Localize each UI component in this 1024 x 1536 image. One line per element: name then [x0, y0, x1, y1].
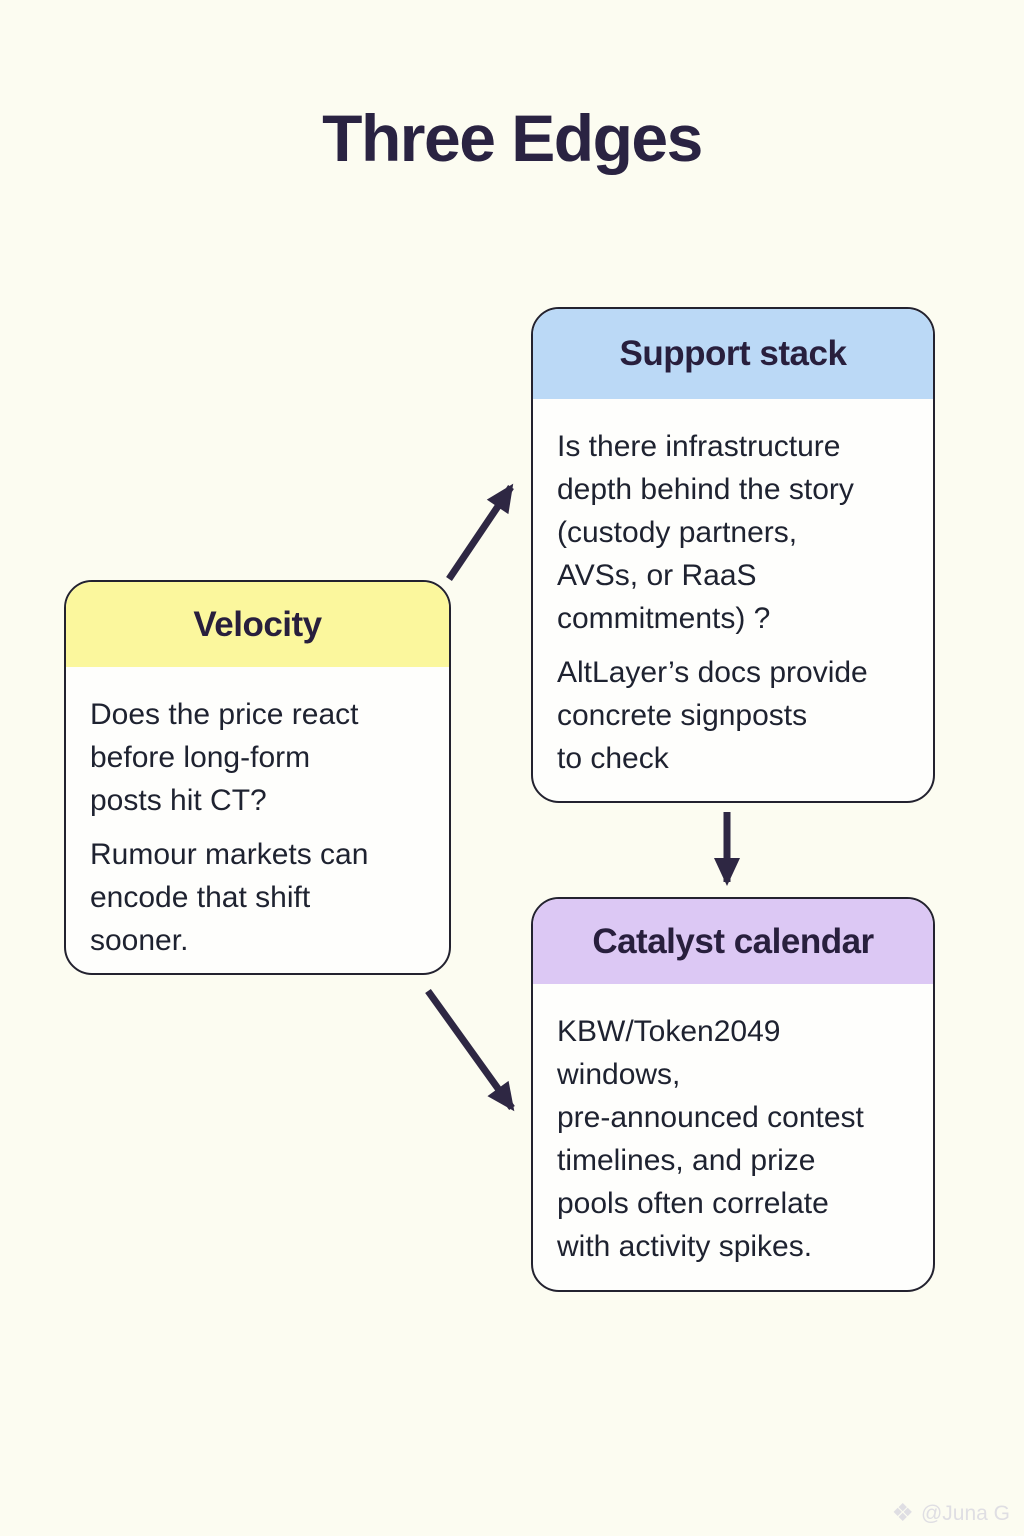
diamond-logo-icon: ❖: [891, 1499, 914, 1527]
arrow-velocity-to-support: [446, 483, 514, 581]
card-velocity-paragraph: Rumour markets can encode that shift soo…: [90, 838, 369, 957]
card-support-stack-paragraph: AltLayer’s docs provide concrete signpos…: [557, 656, 868, 775]
card-support-stack: Support stack Is there infrastructure de…: [531, 307, 935, 803]
card-velocity-body: Does the price react before long-form po…: [66, 667, 449, 962]
watermark: ❖ @Juna G: [892, 1501, 1010, 1526]
card-catalyst-calendar: Catalyst calendar KBW/Token2049 windows,…: [531, 897, 935, 1292]
card-catalyst-calendar-title: Catalyst calendar: [592, 921, 874, 961]
card-velocity-title: Velocity: [193, 604, 322, 644]
card-support-stack-title: Support stack: [619, 334, 847, 373]
card-velocity: Velocity Does the price react before lon…: [64, 580, 451, 975]
page-title: Three Edges: [322, 101, 703, 175]
card-support-stack-header: Support stack: [533, 309, 933, 399]
card-support-stack-paragraph: Is there infrastructure depth behind the…: [557, 430, 854, 635]
card-velocity-paragraph: Does the price react before long-form po…: [90, 698, 359, 817]
card-support-stack-body: Is there infrastructure depth behind the…: [533, 399, 933, 780]
arrow-velocity-to-catalyst: [425, 988, 515, 1112]
watermark-label: @Juna G: [920, 1501, 1010, 1525]
card-velocity-header: Velocity: [66, 582, 449, 667]
card-catalyst-calendar-body: KBW/Token2049 windows, pre-announced con…: [533, 984, 933, 1268]
card-catalyst-calendar-paragraph: KBW/Token2049 windows, pre-announced con…: [557, 1015, 864, 1263]
card-catalyst-calendar-header: Catalyst calendar: [533, 899, 933, 984]
